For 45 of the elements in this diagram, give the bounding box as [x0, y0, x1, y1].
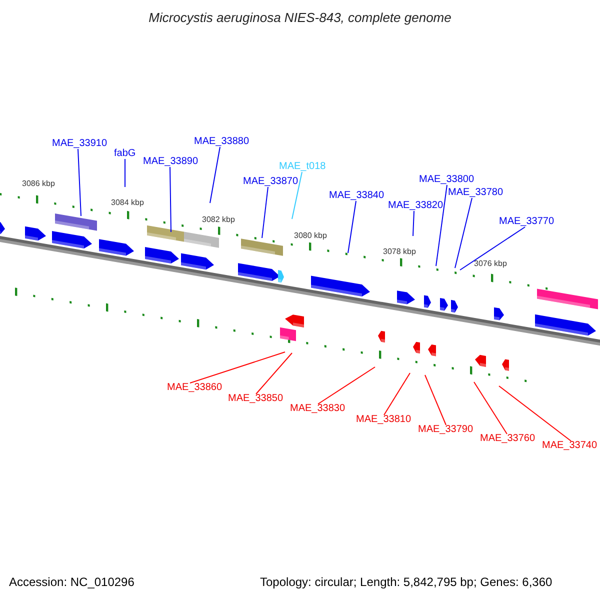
leader-line: [256, 352, 292, 394]
gene-label: MAE_33740: [542, 441, 598, 451]
leader-line: [78, 148, 82, 216]
scale-label: 3078 kbp: [383, 248, 416, 256]
scale-label: 3076 kbp: [474, 260, 507, 268]
leader-line: [384, 372, 410, 416]
scale-label: 3082 kbp: [202, 216, 235, 224]
leader-line: [424, 374, 446, 426]
leader-line: [210, 146, 220, 204]
leader-line: [498, 386, 572, 442]
gene-label: MAE_33880: [194, 137, 250, 147]
gene-label: MAE_33910: [52, 139, 108, 149]
scale-label: 3080 kbp: [294, 232, 327, 240]
gene-label: MAE_33870: [243, 177, 298, 187]
footer-text: Topology: circular; Length: 5,842,795 bp; Genes: 6,360: [260, 576, 552, 588]
gene-label: MAE_33860: [167, 383, 222, 393]
gene-label: MAE_33810: [356, 415, 412, 425]
gene-label: fabG: [114, 149, 136, 159]
leader-line: [460, 226, 526, 270]
leader-line: [474, 382, 508, 434]
leader-line: [190, 352, 286, 384]
gene-label: MAE_33780: [448, 188, 504, 198]
leader-line: [318, 366, 376, 404]
gene-label: MAE_33790: [418, 425, 474, 435]
leader-line: [170, 166, 172, 232]
leader-line: [348, 200, 356, 254]
leader-line: [436, 184, 448, 266]
gene-label: MAE_33840: [329, 191, 384, 201]
scale-label: 3086 kbp: [22, 180, 55, 188]
gene-label: MAE_33820: [388, 201, 444, 211]
gene-label: MAE_33800: [419, 175, 474, 185]
leader-line: [454, 198, 472, 268]
gene-label: MAE_33760: [480, 434, 536, 444]
scale-label: 3084 kbp: [111, 199, 144, 207]
leader-line: [292, 172, 302, 220]
gene-label: MAE_33830: [290, 404, 346, 414]
leader-line: [412, 210, 414, 236]
gene-label: MAE_33770: [499, 217, 554, 227]
footer-text: Accession: NC_010296: [9, 576, 134, 588]
gene-label: MAE_33850: [228, 394, 284, 404]
gene-label: MAE_33890: [143, 157, 198, 167]
title: Microcystis aeruginosa NIES-843, complete genome: [148, 11, 452, 24]
gene-label: MAE_t018: [279, 162, 326, 172]
leader-line: [262, 186, 268, 238]
leader-line: [124, 158, 126, 188]
